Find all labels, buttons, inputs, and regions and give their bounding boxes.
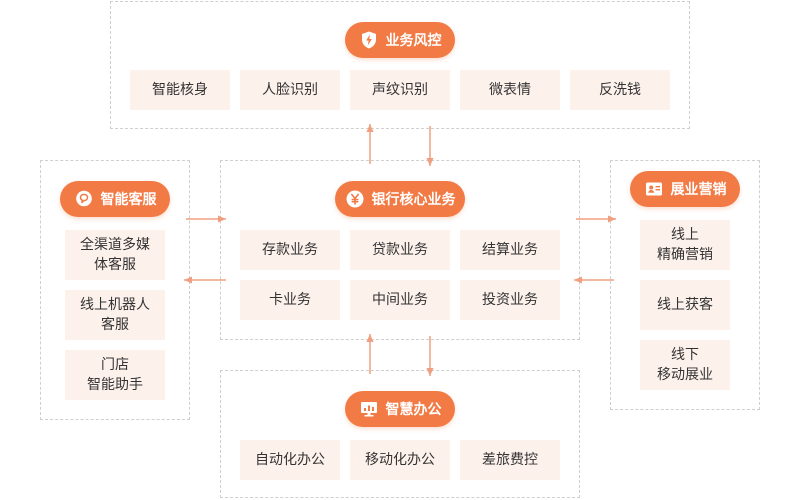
office-item: 差旅费控 bbox=[460, 440, 560, 480]
service-title: 智能客服 bbox=[100, 192, 157, 208]
risk-item: 反洗钱 bbox=[570, 70, 670, 110]
risk-item: 微表情 bbox=[460, 70, 560, 110]
core-item: 贷款业务 bbox=[350, 230, 450, 270]
marketing-title-pill: 展业营销 bbox=[630, 171, 740, 207]
service-item: 全渠道多媒 体客服 bbox=[65, 230, 165, 280]
risk-item: 声纹识别 bbox=[350, 70, 450, 110]
core-item: 存款业务 bbox=[240, 230, 340, 270]
risk-item: 人脸识别 bbox=[240, 70, 340, 110]
office-title: 智慧办公 bbox=[385, 402, 442, 418]
office-item: 自动化办公 bbox=[240, 440, 340, 480]
risk-item: 智能核身 bbox=[130, 70, 230, 110]
core-item: 中间业务 bbox=[350, 280, 450, 320]
marketing-item: 线下 移动展业 bbox=[640, 340, 730, 390]
risk-title-pill: 业务风控 bbox=[345, 22, 455, 58]
core-item: 投资业务 bbox=[460, 280, 560, 320]
core-item: 结算业务 bbox=[460, 230, 560, 270]
office-item: 移动化办公 bbox=[350, 440, 450, 480]
service-title-pill: 智能客服 bbox=[60, 181, 170, 217]
service-item: 门店 智能助手 bbox=[65, 350, 165, 400]
yen-coin-icon bbox=[345, 189, 365, 209]
service-item: 线上机器人 客服 bbox=[65, 290, 165, 340]
shield-bolt-icon bbox=[359, 30, 379, 50]
core-title: 银行核心业务 bbox=[371, 192, 456, 208]
id-card-icon bbox=[644, 179, 664, 199]
monitor-chart-icon bbox=[359, 399, 379, 419]
marketing-item: 线上获客 bbox=[640, 280, 730, 330]
office-title-pill: 智慧办公 bbox=[345, 391, 455, 427]
marketing-title: 展业营销 bbox=[670, 182, 727, 198]
core-title-pill: 银行核心业务 bbox=[335, 181, 465, 217]
core-item: 卡业务 bbox=[240, 280, 340, 320]
marketing-item: 线上 精确营销 bbox=[640, 220, 730, 270]
chat-bubble-icon bbox=[74, 189, 94, 209]
risk-title: 业务风控 bbox=[385, 33, 442, 49]
